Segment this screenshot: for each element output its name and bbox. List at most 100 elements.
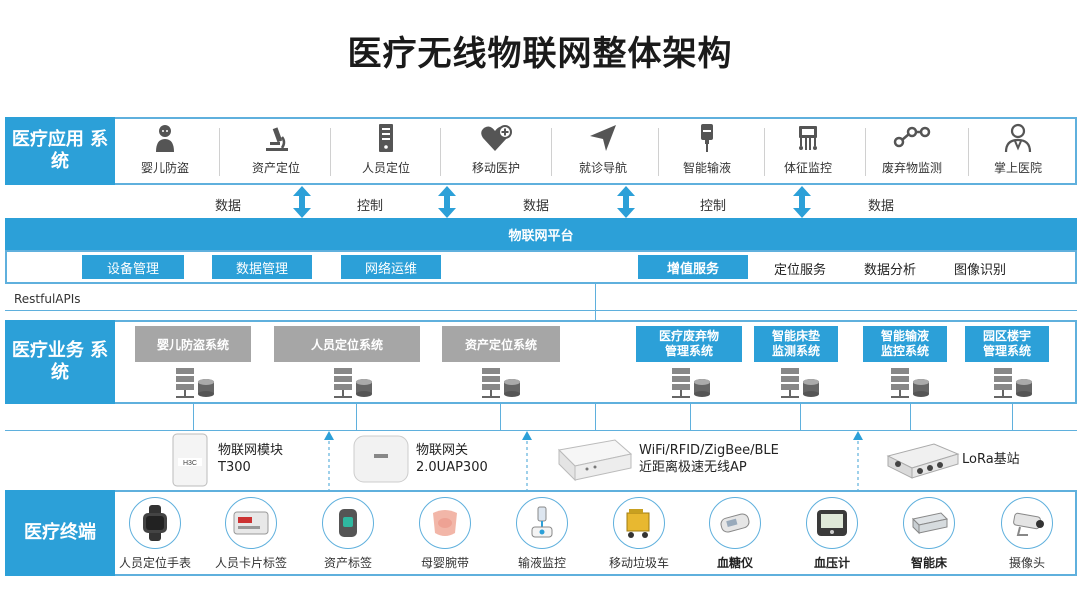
flow-label-data: 数据 <box>215 199 242 214</box>
flow-label-control: 控制 <box>700 199 727 214</box>
app-item-label: 体征监控 <box>783 161 832 175</box>
chip-icon <box>799 126 817 150</box>
app-divider <box>551 128 552 176</box>
camera-icon <box>1013 512 1044 536</box>
app-item-label: 移动医护 <box>471 161 520 175</box>
app-layer <box>5 117 1077 185</box>
app-divider <box>764 128 765 176</box>
terminal-label: 智能床 <box>910 556 947 570</box>
terminal-label: 输液监控 <box>517 556 566 570</box>
flow-label-data: 数据 <box>523 199 550 214</box>
app-item-mobile-hospital[interactable]: 掌上医院 <box>966 121 1070 183</box>
business-layer-label: 医疗业务 系统 <box>5 320 115 404</box>
service-data-management[interactable]: 数据管理 <box>212 255 312 279</box>
system-label-line: 园区楼宇 <box>982 329 1031 343</box>
app-divider <box>968 128 969 176</box>
connector-line <box>1012 404 1013 430</box>
terminal-label: 血糖仪 <box>716 556 753 570</box>
server-database-icon <box>334 368 372 398</box>
system-personnel-location[interactable]: 人员定位系统 <box>274 326 420 362</box>
server-database-icon <box>482 368 520 398</box>
wristband-icon <box>433 510 457 536</box>
blood-pressure-icon <box>817 510 847 536</box>
system-label-line: 监测系统 <box>771 344 820 358</box>
service-value-added[interactable]: 增值服务 <box>638 255 748 279</box>
app-item-label: 废弃物监测 <box>881 161 942 175</box>
server-database-icon <box>176 368 214 398</box>
navigation-arrow-icon <box>590 125 616 151</box>
service-network-ops[interactable]: 网络运维 <box>341 255 441 279</box>
app-divider <box>219 128 220 176</box>
terminal-label: 移动垃圾车 <box>608 556 669 570</box>
terminal-blood-pressure[interactable]: 血压计 <box>787 497 877 571</box>
flow-label-control: 控制 <box>357 199 384 214</box>
app-item-vital-monitoring[interactable]: 体征监控 <box>756 121 860 183</box>
device-lora-base-station: LoRa基站 <box>962 452 1020 467</box>
app-item-smart-infusion[interactable]: 智能输液 <box>655 121 759 183</box>
glucometer-icon <box>720 513 750 533</box>
service-positioning: 定位服务 <box>774 263 827 278</box>
terminal-trash-cart[interactable]: 移动垃圾车 <box>594 497 684 571</box>
system-medical-waste[interactable]: 医疗废弃物管理系统 <box>636 326 742 362</box>
dashed-up-arrow-icon <box>324 431 334 492</box>
app-item-asset-location[interactable]: 资产定位 <box>224 121 328 183</box>
heart-plus-icon <box>481 125 512 151</box>
terminal-smart-bed[interactable]: 智能床 <box>884 497 974 571</box>
app-divider <box>440 128 441 176</box>
terminal-label: 血压计 <box>813 556 850 570</box>
server-database-icon <box>672 368 710 398</box>
app-divider <box>658 128 659 176</box>
connector-line <box>500 404 501 430</box>
system-label-line: 监控系统 <box>880 344 929 358</box>
system-label-line: 智能输液 <box>880 329 929 343</box>
card-tag-icon <box>233 511 269 535</box>
lora-base-station-icon <box>886 443 960 479</box>
system-label-line: 管理系统 <box>982 344 1031 358</box>
infusion-monitor-icon <box>531 506 553 538</box>
system-smart-mattress[interactable]: 智能床垫监测系统 <box>754 326 838 362</box>
terminal-asset-tag[interactable]: 资产标签 <box>303 497 393 571</box>
system-baby-anti-theft[interactable]: 婴儿防盗系统 <box>135 326 251 362</box>
baby-icon <box>156 125 174 152</box>
iot-platform-bar: 物联网平台 <box>5 218 1077 250</box>
system-label-line: 智能床垫 <box>771 329 820 343</box>
terminal-camera[interactable]: 摄像头 <box>982 497 1072 571</box>
bidirectional-arrow-icon <box>793 186 811 218</box>
service-device-management[interactable]: 设备管理 <box>82 255 184 279</box>
terminal-infusion-monitor[interactable]: 输液监控 <box>497 497 587 571</box>
server-database-icon <box>994 368 1032 398</box>
app-item-mobile-care[interactable]: 移动医护 <box>444 121 548 183</box>
bidirectional-arrow-icon <box>617 186 635 218</box>
app-item-label: 掌上医院 <box>993 161 1042 175</box>
device-model: 2.0UAP300 <box>416 460 488 475</box>
terminal-label: 摄像头 <box>1008 556 1045 570</box>
app-item-label: 资产定位 <box>251 161 300 175</box>
terminal-wristband[interactable]: 母婴腕带 <box>400 497 490 571</box>
trash-cart-icon <box>626 509 650 538</box>
connector-line <box>193 404 194 430</box>
app-layer-label: 医疗应用 系统 <box>5 117 115 185</box>
app-divider <box>330 128 331 176</box>
app-item-label: 婴儿防盗 <box>140 161 189 175</box>
service-image-recognition: 图像识别 <box>954 263 1007 278</box>
system-label-line: 医疗废弃物 <box>658 329 719 343</box>
app-item-baby-anti-theft[interactable]: 婴儿防盗 <box>113 121 217 183</box>
iot-module-icon: H3C <box>172 433 208 487</box>
terminal-glucometer[interactable]: 血糖仪 <box>690 497 780 571</box>
terminal-watch[interactable]: 人员定位手表 <box>110 497 200 571</box>
system-asset-location[interactable]: 资产定位系统 <box>442 326 560 362</box>
app-item-personnel-location[interactable]: 人员定位 <box>334 121 438 183</box>
server-icon <box>379 124 393 152</box>
server-database-icon <box>891 368 929 398</box>
system-smart-infusion[interactable]: 智能输液监控系统 <box>863 326 947 362</box>
restful-apis-label: RestfulAPIs <box>14 292 81 306</box>
system-campus-building[interactable]: 园区楼宇管理系统 <box>965 326 1049 362</box>
terminal-card-tag[interactable]: 人员卡片标签 <box>206 497 296 571</box>
app-item-navigation[interactable]: 就诊导航 <box>551 121 655 183</box>
app-item-waste-monitoring[interactable]: 废弃物监测 <box>860 121 964 183</box>
bidirectional-arrow-icon <box>293 186 311 218</box>
connector-line <box>800 404 801 430</box>
bus-line <box>5 430 1077 431</box>
